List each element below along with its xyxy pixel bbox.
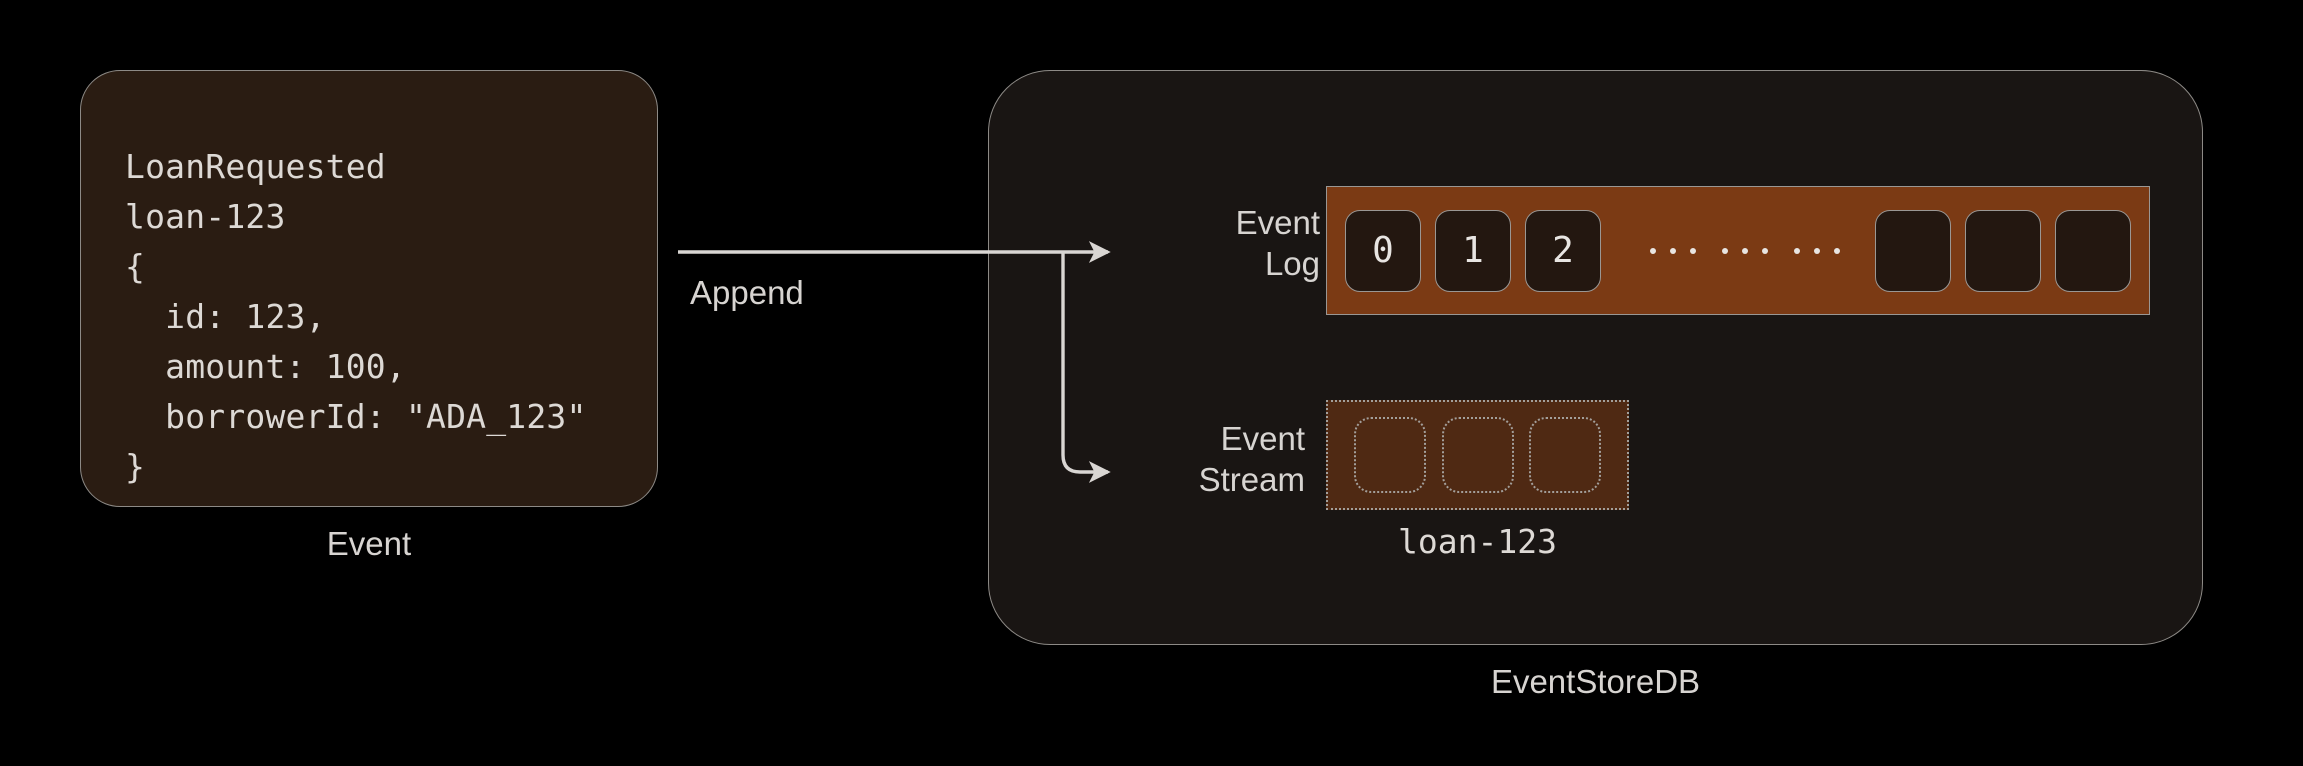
dot-icon: [1742, 247, 1748, 254]
event-log-cell[interactable]: 2: [1525, 209, 1601, 292]
ellipsis-group: [1722, 247, 1768, 254]
event-stream-caption: loan-123: [1398, 522, 1557, 561]
eventstoredb-container: [988, 70, 2203, 645]
event-log-cell[interactable]: 0: [1345, 209, 1421, 292]
event-stream-label: Event Stream: [1115, 418, 1305, 500]
event-log-label: Event Log: [1130, 202, 1320, 284]
event-log-cell-empty[interactable]: [1965, 209, 2041, 292]
ellipsis-group: [1794, 247, 1840, 254]
dot-icon: [1722, 247, 1728, 254]
event-card: LoanRequested loan-123 { id: 123, amount…: [80, 70, 658, 507]
event-log-cell-empty[interactable]: [2055, 209, 2131, 292]
event-stream-label-line1: Event: [1220, 420, 1305, 457]
dot-icon: [1650, 247, 1656, 254]
append-label: Append: [690, 274, 804, 311]
dot-icon: [1814, 247, 1820, 254]
event-log-strip: 0 1 2: [1326, 186, 2150, 315]
event-log-cell-empty[interactable]: [1875, 209, 1951, 292]
dot-icon: [1834, 247, 1840, 254]
event-payload-code: LoanRequested loan-123 { id: 123, amount…: [125, 147, 587, 486]
dot-icon: [1794, 247, 1800, 254]
event-log-label-line2: Log: [1264, 245, 1320, 282]
event-stream-cell[interactable]: [1353, 417, 1426, 493]
event-stream-strip: [1326, 400, 1629, 510]
event-stream-cell[interactable]: [1529, 417, 1602, 493]
event-log-label-line1: Event: [1235, 204, 1320, 241]
event-stream-cell[interactable]: [1441, 417, 1514, 493]
eventstoredb-caption: EventStoreDB: [1490, 663, 1701, 700]
dot-icon: [1762, 247, 1768, 254]
event-log-ellipsis: [1615, 247, 1875, 254]
event-card-caption: Event: [326, 525, 412, 562]
ellipsis-group: [1650, 247, 1696, 254]
event-log-cell[interactable]: 1: [1435, 209, 1511, 292]
dot-icon: [1690, 247, 1696, 254]
event-stream-label-line2: Stream: [1198, 461, 1305, 498]
dot-icon: [1670, 247, 1676, 254]
